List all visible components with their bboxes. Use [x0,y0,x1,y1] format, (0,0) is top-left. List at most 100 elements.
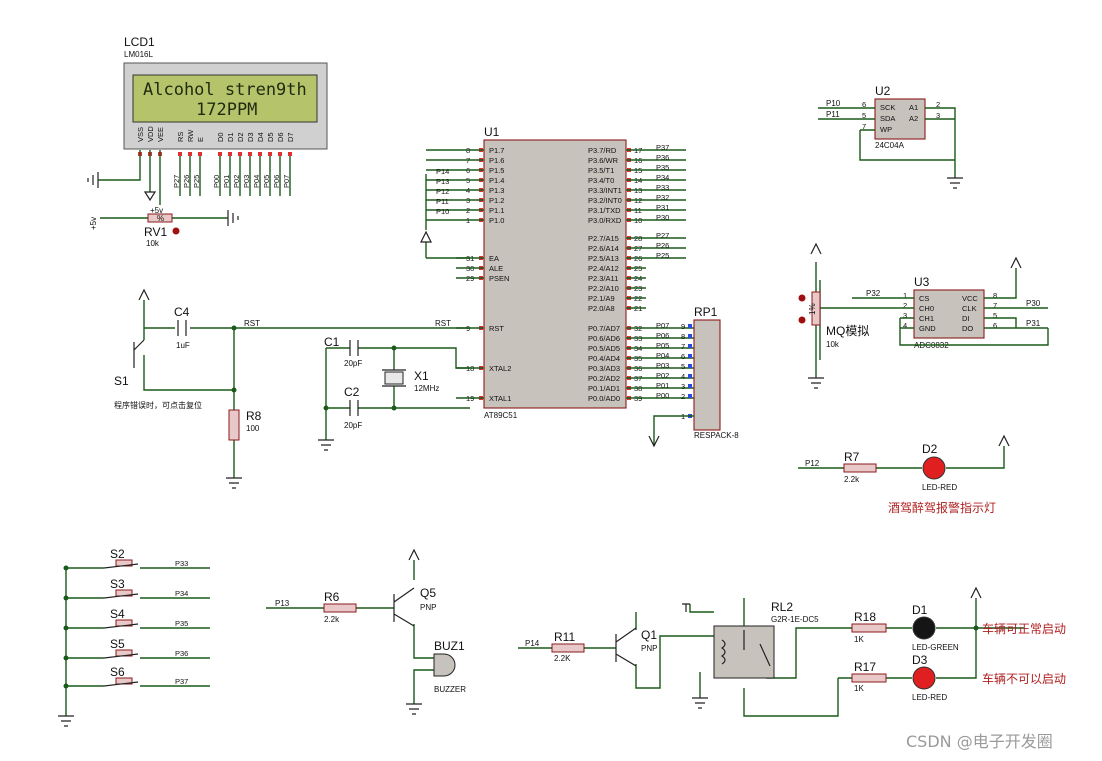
lcd-pin-label: D5 [266,132,275,142]
junction [973,625,979,631]
mcu-left-pin: P1.4 [489,176,504,185]
rp1-pin-marker [688,374,692,378]
junction [323,405,329,411]
lcd-pin-marker [228,152,232,156]
r17-value: 1K [854,684,864,693]
rp1-arrow [648,435,660,448]
r8-value: 100 [246,424,260,433]
u2-num: 7 [862,122,866,131]
eeprom-u2[interactable]: U2 SCK SDA WP A1 A2 6 5 7 2 3 24C04A P10… [818,84,963,189]
rv1-pot[interactable]: +5v +5v % RV1 10k [89,206,239,248]
mcu-right-pin: P3.1/TXD [588,206,621,215]
switch-ref: S4 [110,607,125,621]
mq-probe [798,316,806,324]
c1-value: 20pF [344,359,362,368]
switch-ref: S2 [110,547,125,561]
oscillator[interactable]: C1 20pF C2 20pF X1 12MHz [318,335,470,451]
rp1-pin-num: 2 [681,392,685,401]
u2-net-p10: P10 [826,99,841,108]
u2-num: 3 [936,111,940,120]
r7-ref: R7 [844,450,860,464]
c1-ref: C1 [324,335,340,349]
junction [391,405,397,411]
mcu-p1-net: P10 [436,207,449,216]
u3-left-num: 3 [903,311,907,320]
rv1-pct: % [157,214,164,223]
mcu-right-pin: P2.7/A15 [588,234,619,243]
r18-value: 1K [854,635,864,644]
rp1-pin-marker [688,364,692,368]
mcu-left-pin: P1.5 [489,166,504,175]
mcu-u1[interactable]: U1 AT89C51 P1.78P1.67P1.56P1.45P1.34P1.2… [426,125,694,420]
mcu-left-pin: EA [489,254,499,263]
relay-circuit[interactable]: P14 R11 2.2K Q1 PNP RL2 G2R-1E-DC5 R18 1… [518,586,1066,717]
buz-gnd [406,703,422,715]
switch-net: P36 [175,649,188,658]
switch-ref: S3 [110,577,125,591]
junction [63,595,69,601]
mcu-right-pin: P3.0/RXD [588,216,622,225]
mcu-right-pin: P2.4/A12 [588,264,619,273]
mcu-left-pin: P1.1 [489,206,504,215]
q5-ref: Q5 [420,586,436,600]
lcd-pin-label: D6 [276,132,285,142]
mq-pot [811,291,821,326]
alarm-led-circuit[interactable]: P12 R7 2.2k D2 LED-RED 酒驾醉驾报警指示灯 [798,434,1010,515]
switch-gnd [58,715,74,727]
d2-caption: 酒驾醉驾报警指示灯 [888,500,996,515]
lcd-gnd-symbol [87,172,99,188]
s1-ref: S1 [114,374,129,388]
rp1-pin-num: 8 [681,332,685,341]
mcu-right-pin: P2.5/A13 [588,254,619,263]
u2-net-p11: P11 [826,110,840,119]
u2-pin-sck: SCK [880,103,895,112]
lcd-vdd-arrow [143,191,157,202]
mcu-body [483,139,627,409]
lcd-pin-marker [278,152,282,156]
rp1-pin-num: 4 [681,372,685,381]
lcd-net-label: P04 [252,175,261,188]
lcd-net-label: P26 [182,175,191,188]
u2-pin-sda: SDA [880,114,895,123]
rp1-pin-num: 6 [681,352,685,361]
r18-body [851,623,887,633]
u2-body [874,98,926,140]
reset-circuit[interactable]: C4 1uF RST RST S1 程序错误时，可点击复位 R8 100 [114,288,470,489]
switch-contact [103,623,139,629]
s1-switch [133,339,145,368]
d3-caption: 车辆不可以启动 [982,671,1066,686]
u3-left-num: 1 [903,291,907,300]
c2-value: 20pF [344,421,362,430]
q1-type: PNP [641,644,657,653]
q1-ref: Q1 [641,628,657,642]
lcd-pin-marker [238,152,242,156]
r17-body [851,673,887,683]
rv1-value: 10k [146,239,160,248]
osc-gnd [318,439,334,451]
lcd-model: LM016L [124,50,153,59]
rl2-model: G2R-1E-DC5 [771,615,819,624]
lcd-pin-label: D2 [236,132,245,142]
mcu-p2-net: P25 [656,251,669,260]
reset-wires [143,300,470,478]
mcu-left-pin: XTAL2 [489,364,511,373]
d1-led-icon [912,616,936,640]
lcd-pin-label: D7 [286,132,295,142]
u2-pin-a1: A1 [909,103,918,112]
lcd-net-label: P02 [232,175,241,188]
rp1-ref: RP1 [694,305,718,319]
mcu-right-pin: P0.2/AD2 [588,374,620,383]
lcd-line1: Alcohol stren9th [143,80,307,100]
d1-model: LED-GREEN [912,643,959,652]
u3-right-pin: DI [962,314,970,323]
rp1-pin-marker [688,334,692,338]
buzzer-circuit[interactable]: P13 R6 2.2k Q5 PNP BUZ1 BUZZER [266,548,466,715]
rp1-model: RESPACK-8 [694,431,739,440]
